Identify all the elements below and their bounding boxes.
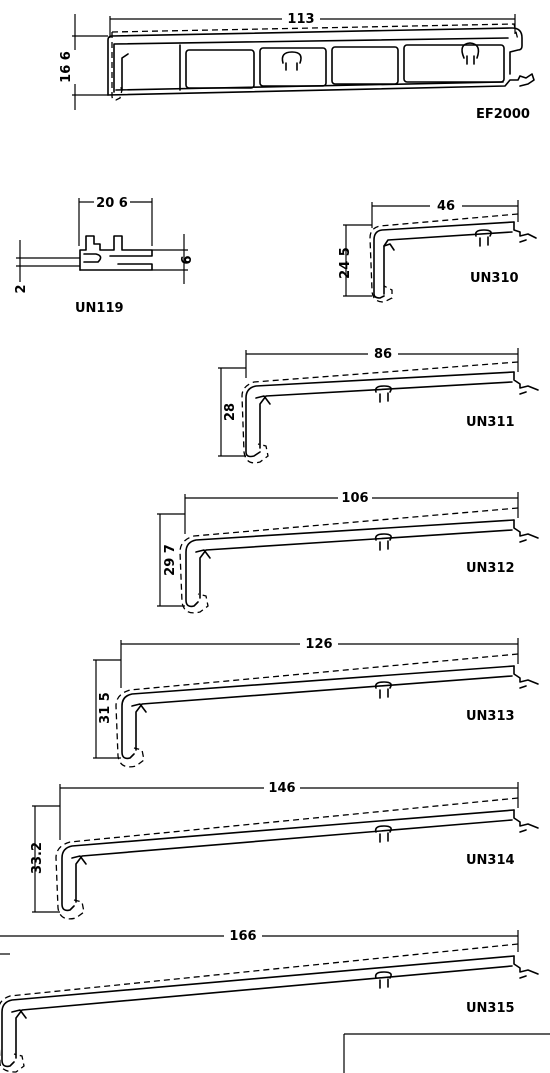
un310-code-label: UN310 (470, 271, 519, 286)
un312-code-label: UN312 (466, 561, 515, 576)
un119-left-dim: 2 (14, 284, 29, 293)
ef2000-code-label: EF2000 (476, 107, 530, 122)
profile-un312: 106 29 7 UN312 (157, 491, 539, 614)
profile-un119: 20 6 2 6 UN119 (14, 196, 195, 316)
un312-width-dim: 106 (341, 491, 368, 506)
un315-width-dim: 166 (229, 929, 256, 944)
un119-width-dim: 20 6 (96, 196, 128, 211)
un313-code-label: UN313 (466, 709, 515, 724)
un314-code-label: UN314 (466, 853, 515, 868)
profile-un315: 166 UN315 (0, 929, 539, 1073)
un311-width-dim: 86 (374, 347, 392, 362)
un313-height-dim: 31 5 (98, 692, 113, 724)
un312-height-dim: 29 7 (163, 544, 178, 576)
ef2000-height-dim: 16 6 (59, 51, 74, 83)
un314-width-dim: 146 (268, 781, 295, 796)
profile-ef2000: 113 16 6 EF2000 (59, 12, 535, 122)
ef2000-width-dim: 113 (287, 12, 314, 27)
un311-height-dim: 28 (223, 403, 238, 421)
profile-un314: 146 33.2 UN314 (30, 781, 539, 920)
un119-right-dim: 6 (180, 255, 195, 264)
un310-width-dim: 46 (437, 199, 455, 214)
un310-height-dim: 24 5 (338, 247, 353, 279)
profile-un311: 86 28 UN311 (218, 347, 539, 464)
profile-un310: 46 24 5 UN310 (338, 199, 537, 303)
profile-un313: 126 31 5 UN313 (93, 637, 539, 768)
un313-width-dim: 126 (305, 637, 332, 652)
un311-code-label: UN311 (466, 415, 515, 430)
un314-height-dim: 33.2 (30, 842, 45, 874)
un315-code-label: UN315 (466, 1001, 515, 1016)
title-block-frame (343, 1033, 550, 1073)
un119-code-label: UN119 (75, 301, 124, 316)
